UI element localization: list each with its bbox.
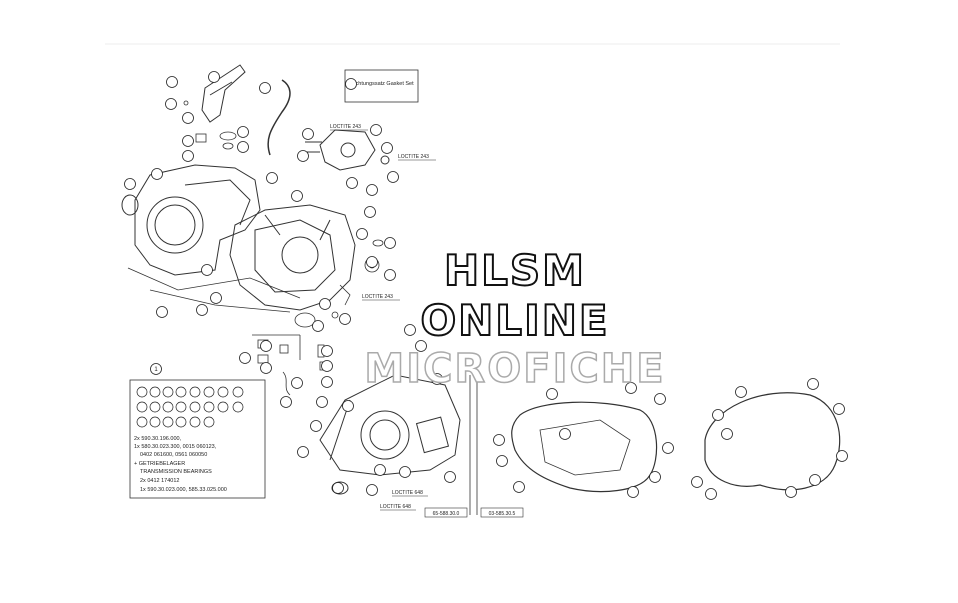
parts-line-2: 1x 580.30.023.300, 0015 060123, <box>134 444 217 450</box>
parts-line-3: 0402 061600, 0561 060050 <box>140 452 207 458</box>
ref-code-right-box <box>480 507 524 518</box>
callout-one: 1 <box>154 367 158 373</box>
ref-code-right: 03-585.30.5 <box>489 511 516 517</box>
clutch-cover <box>319 374 461 495</box>
parts-line-4: + GETRIEBELAGER <box>134 461 185 467</box>
loctite-label-5: LOCTITE 648 <box>380 504 411 510</box>
parts-list-box <box>129 379 266 499</box>
ref-code-left: 65-588.30.0 <box>433 511 460 517</box>
chain-guide-bracket <box>201 64 246 123</box>
gasket-set-label: Dichtungssatz Gasket Set <box>350 81 414 87</box>
parts-list-text: 2x 590.30.196.000, 1x 580.30.023.300, 00… <box>134 436 227 493</box>
watermark-line-1: HLSM <box>443 245 586 296</box>
watermark-line-2: ONLINE <box>419 295 610 346</box>
ref-code-left-box <box>424 507 468 518</box>
parts-list-circles <box>136 386 244 428</box>
small-washers <box>183 100 237 150</box>
gasket-set-box <box>344 69 419 103</box>
loctite-labels: LOCTITE 243 LOCTITE 243 LOCTITE 243 LOCT… <box>330 124 436 511</box>
right-crankcase <box>229 204 356 311</box>
gasket-clutch-cover <box>704 392 841 491</box>
loctite-label-2: LOCTITE 243 <box>398 154 429 160</box>
loctite-label-1: LOCTITE 243 <box>330 124 361 130</box>
gasket-crankcase <box>511 401 658 493</box>
callout-numbers: 1 <box>154 367 158 373</box>
left-crankcase <box>121 164 261 276</box>
parts-line-7: 1x 590.30.023.000, 585.33.025.000 <box>140 487 227 493</box>
callouts <box>124 71 848 500</box>
middle-small-parts <box>294 239 384 328</box>
right-case-base <box>149 289 291 313</box>
chain-rail <box>267 79 291 156</box>
left-case-base <box>127 267 301 299</box>
oil-pump-assembly <box>300 129 390 171</box>
loctite-label-4: LOCTITE 648 <box>392 490 423 496</box>
parts-line-1: 2x 590.30.196.000, <box>134 436 182 442</box>
loctite-label-3: LOCTITE 243 <box>362 294 393 300</box>
gasket-crankcase-inner <box>539 419 631 476</box>
parts-line-6: 2x 0412 174012 <box>140 478 179 484</box>
watermark-line-3: MICROFICHE <box>364 345 666 393</box>
parts-line-5: TRANSMISSION BEARINGS <box>140 469 212 475</box>
